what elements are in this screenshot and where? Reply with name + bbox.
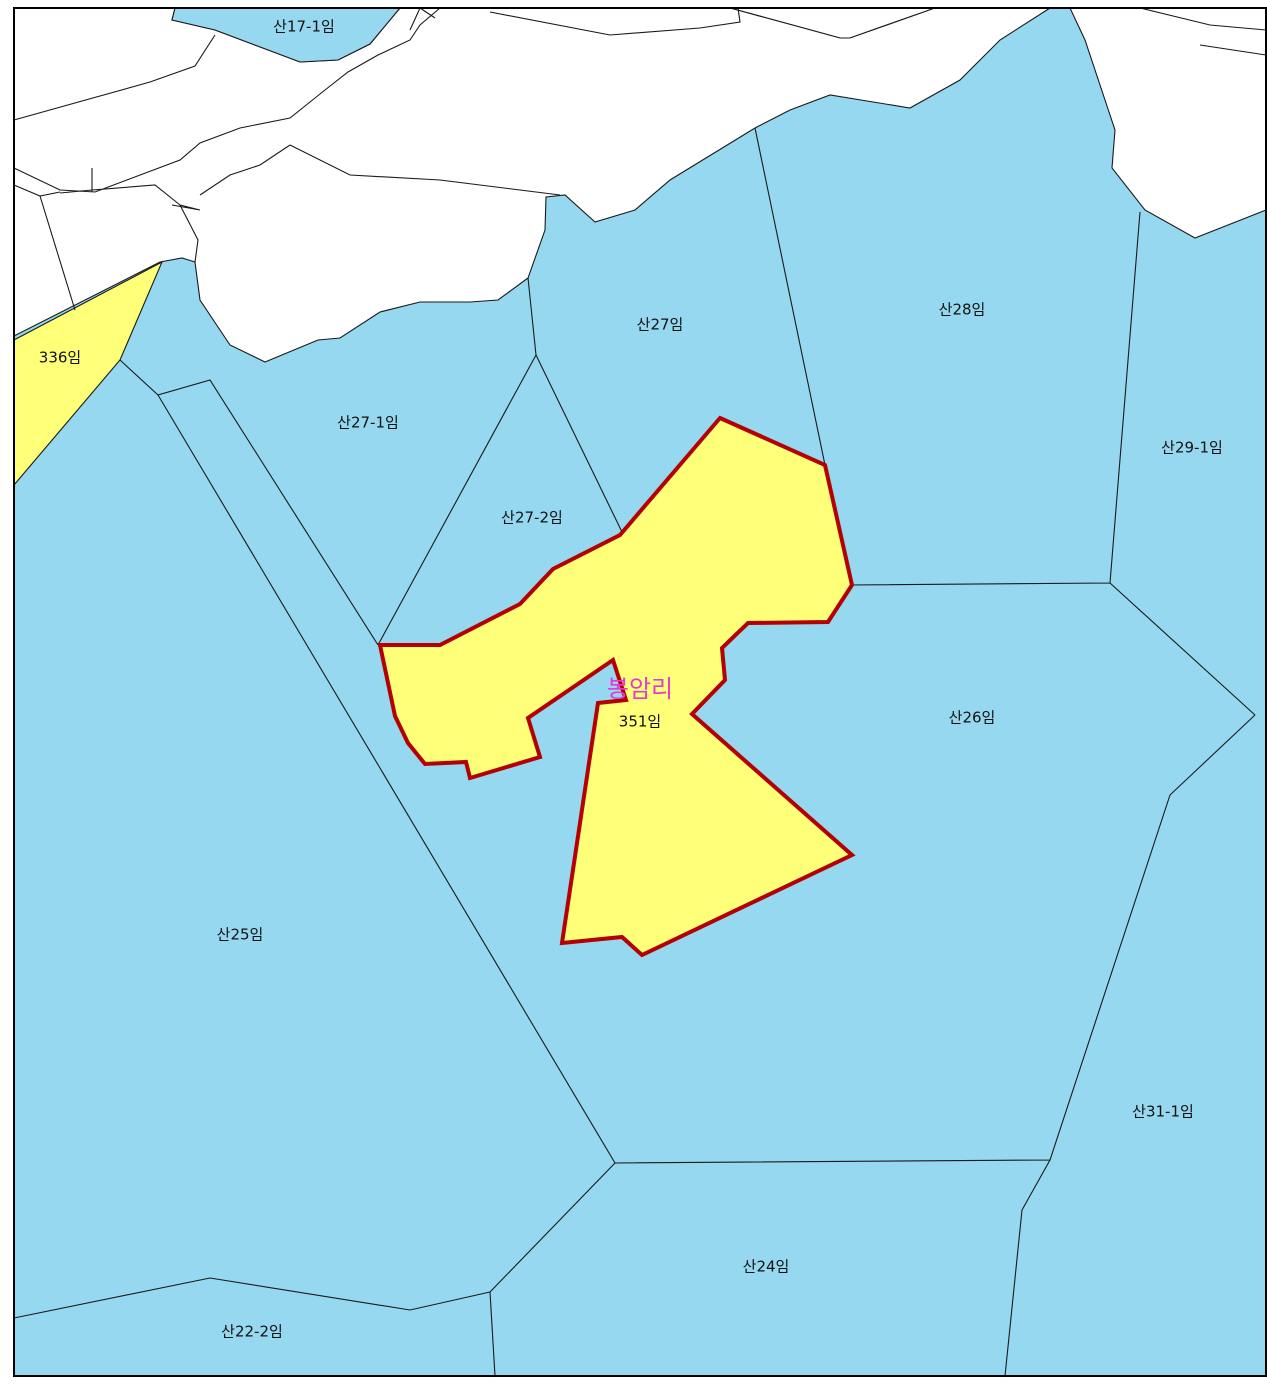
- label-san24: 산24임: [743, 1258, 790, 1276]
- label-san26: 산26임: [949, 709, 996, 727]
- label-san27-1: 산27-1임: [337, 414, 399, 432]
- label-san27: 산27임: [637, 316, 684, 334]
- label-san27-2: 산27-2임: [501, 509, 563, 527]
- map-frame: [13, 7, 1267, 1377]
- label-san29-1: 산29-1임: [1161, 439, 1223, 457]
- label-336: 336임: [39, 349, 81, 367]
- parcel-351-selected[interactable]: [377, 415, 856, 958]
- label-san31-1: 산31-1임: [1132, 1103, 1194, 1121]
- parcel-san17-1[interactable]: [171, 7, 402, 63]
- label-san22-2: 산22-2임: [221, 1323, 283, 1341]
- label-san17-1: 산17-1임: [273, 18, 335, 36]
- label-san28: 산28임: [939, 301, 986, 319]
- label-351: 351임: [619, 713, 661, 731]
- village-label: 봉암리: [607, 675, 673, 703]
- parcel-boundaries: [13, 127, 1256, 1377]
- label-san25: 산25임: [217, 926, 264, 944]
- white-internal-lines: [13, 7, 1267, 311]
